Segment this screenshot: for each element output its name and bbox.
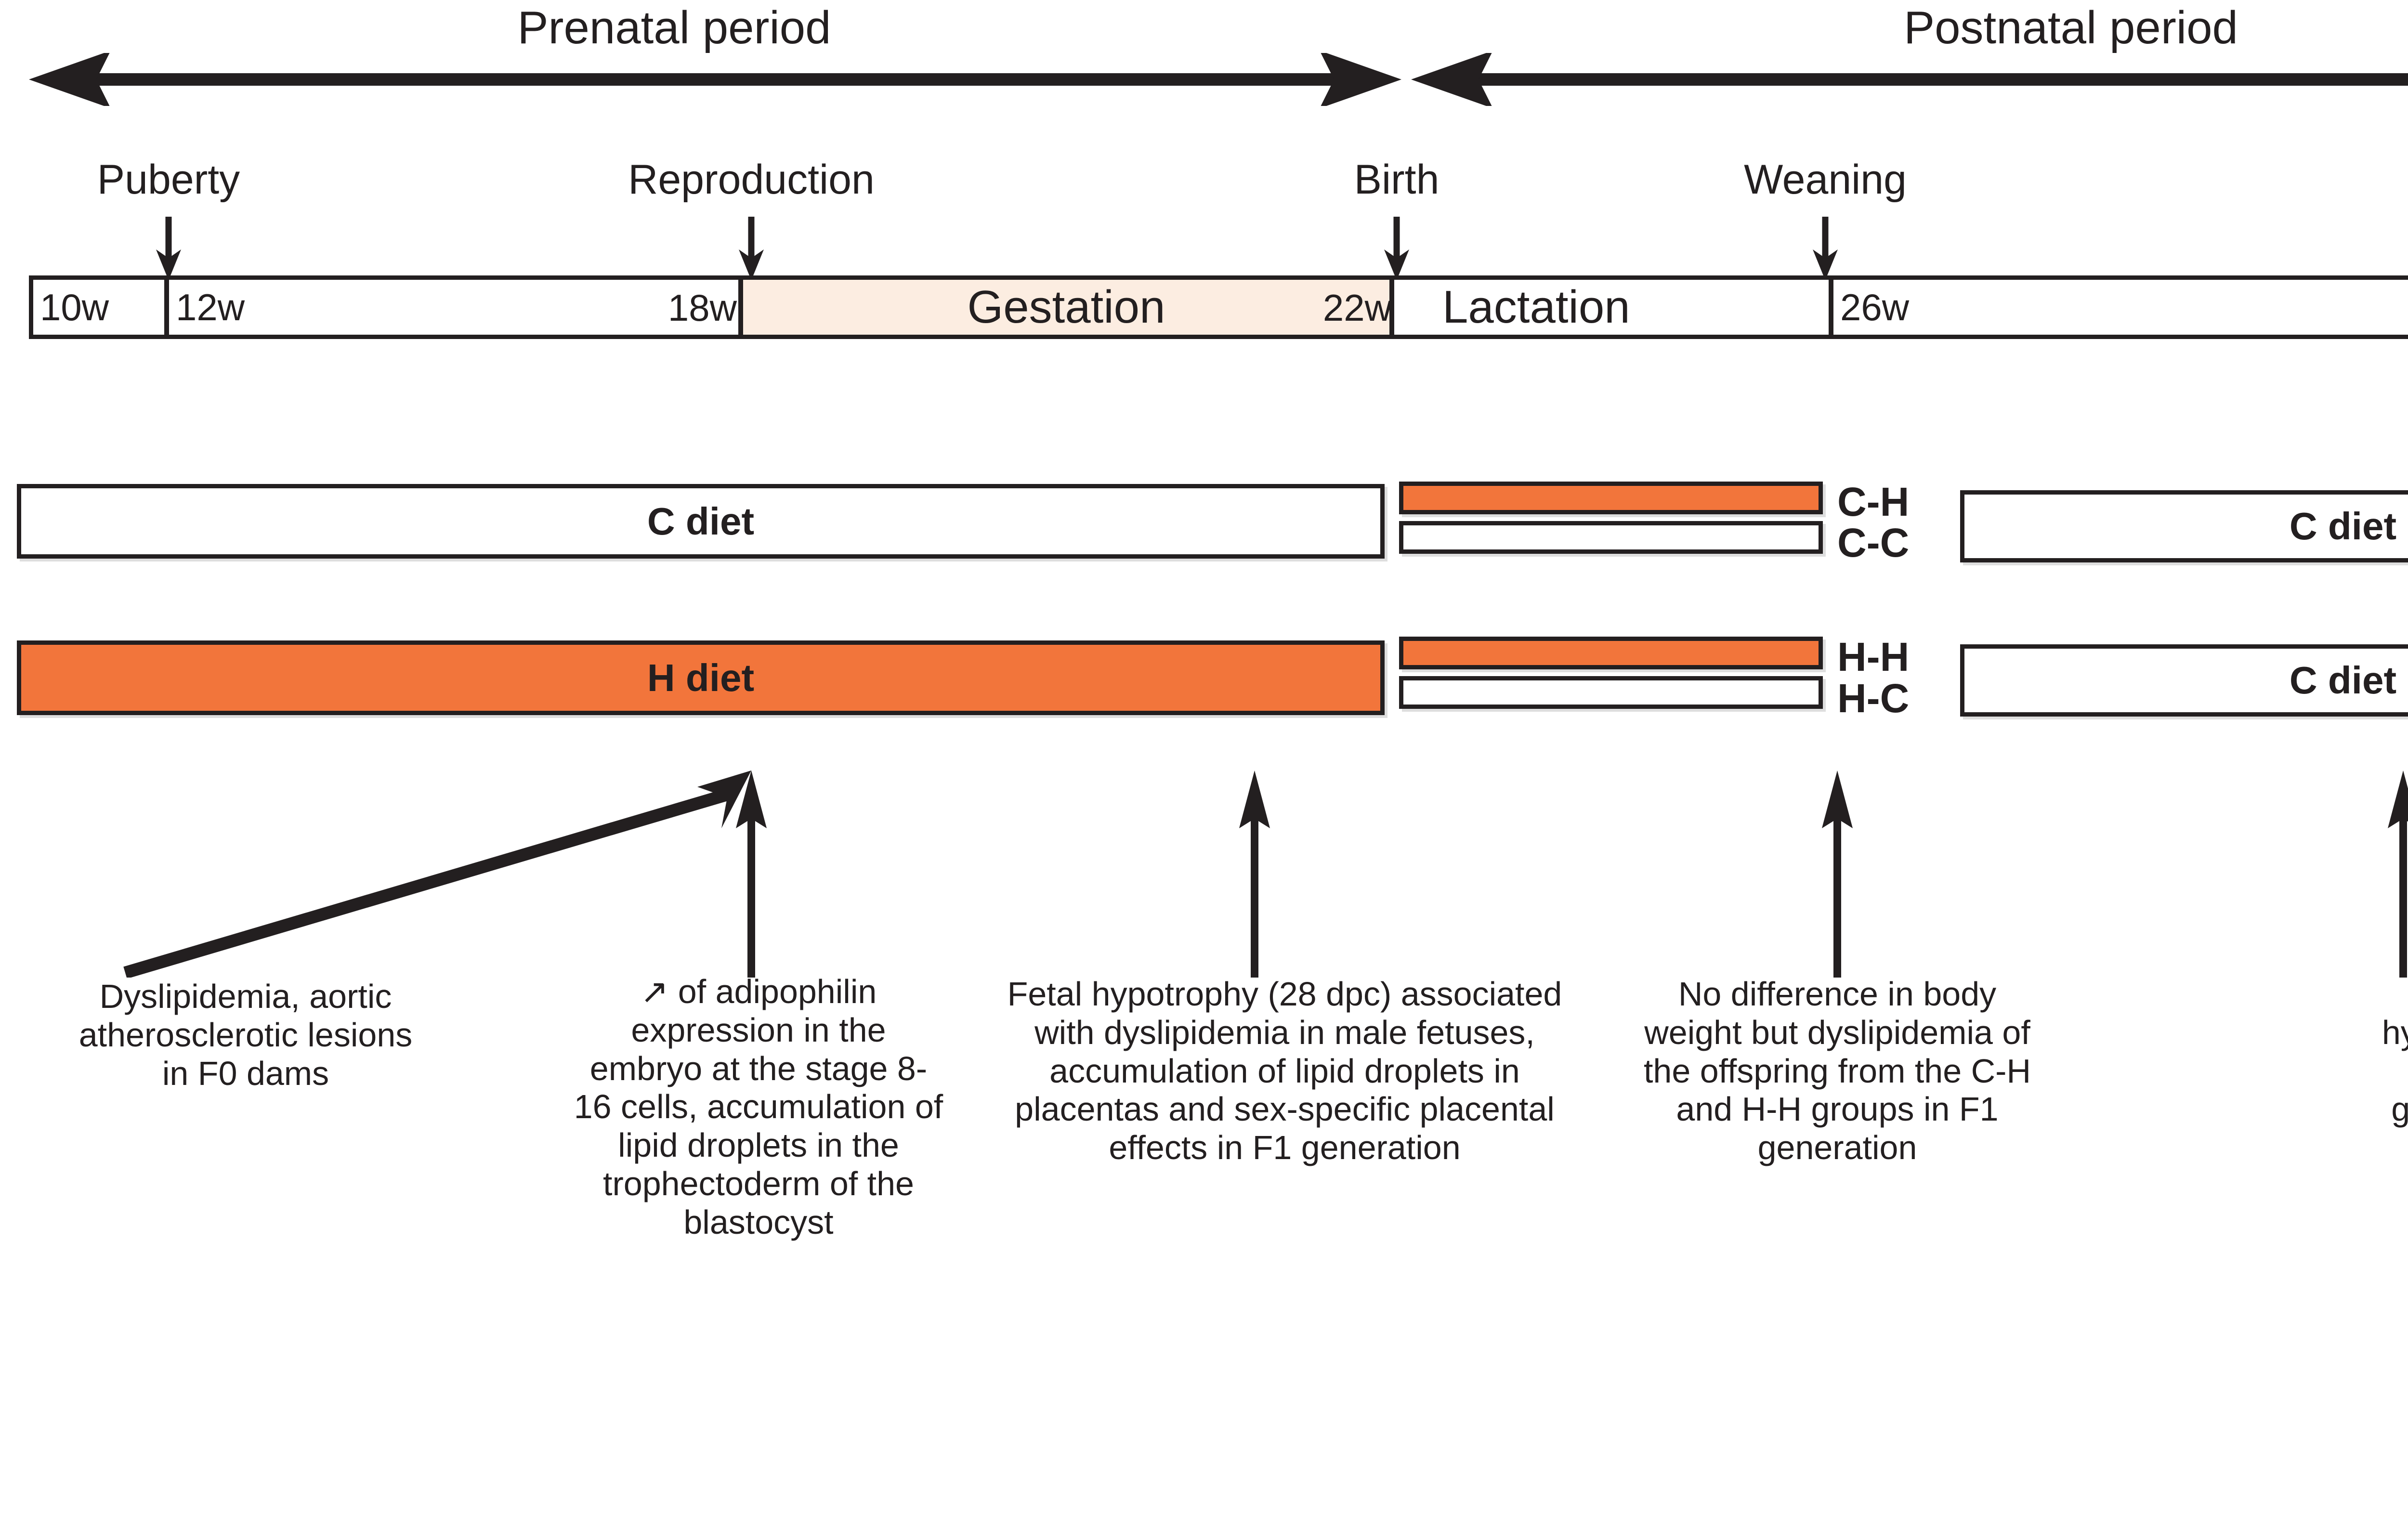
group-label-hh: H-H (1837, 634, 1910, 679)
diet-bar-postnatal-h-row: C diet (1960, 644, 2408, 717)
diet-bar-lactation-hc (1399, 676, 1823, 709)
connector-arrow-adipophilin (736, 770, 767, 978)
caption-f0-dams: Dyslipidemia, aortic atherosclerotic les… (79, 978, 413, 1092)
caption-adipophilin: ↗ of adipophilin expression in the embry… (574, 973, 943, 1241)
birth-tick-arrow (1384, 217, 1409, 280)
diet-bar-label: C diet (2289, 505, 2397, 548)
diet-bar-lactation-hh (1399, 637, 1823, 669)
caption-adult-outcome: H-C and H-H heavier and hyperphagic, hyp… (2382, 1013, 2408, 1128)
timeline-strip: 10w 12w Gestation 18w 22w Lactation 26w (29, 275, 2408, 339)
timeline-cell-10w: 10w (29, 275, 169, 339)
period-label-postnatal: Postnatal period (1904, 2, 2238, 53)
caption-fetal-hypotrophy: Fetal hypotrophy (28 dpc) associated wit… (1007, 975, 1562, 1167)
connector-arrow-diagonal-f0 (123, 770, 751, 978)
diet-bar-postnatal-c-row: C diet (1960, 490, 2408, 562)
group-label-cc: C-C (1837, 520, 1910, 565)
diet-bar-prenatal-c: C diet (17, 484, 1385, 559)
connector-arrow-weaning-outcome (1822, 770, 1853, 978)
connector-arrow-fetal-hypotrophy (1239, 770, 1270, 978)
period-label-prenatal: Prenatal period (517, 2, 831, 53)
timeline-cell-gestation: Gestation (739, 275, 1394, 339)
event-label-birth: Birth (1354, 157, 1440, 203)
diet-bar-prenatal-h: H diet (17, 640, 1385, 715)
postnatal-period-arrow (1411, 53, 2408, 106)
timeline-cell-lactation: Lactation (1390, 275, 1833, 339)
diet-bar-label: C diet (2289, 659, 2397, 702)
diet-bar-label: C diet (647, 499, 755, 543)
puberty-tick-arrow (156, 217, 181, 280)
prenatal-period-arrow (29, 53, 1401, 106)
diet-bar-lactation-cc (1399, 521, 1823, 554)
timeline-cell-18w-label: 18w (667, 287, 737, 329)
connector-arrow-adult-outcome (2388, 770, 2408, 978)
timeline-cell-label: 10w (40, 286, 109, 328)
event-label-reproduction: Reproduction (628, 157, 875, 203)
timeline-cell-label: 26w (1840, 286, 1910, 328)
group-label-ch: C-H (1837, 479, 1910, 524)
timeline-cell-label: 12w (176, 286, 245, 328)
diet-bar-lactation-ch (1399, 482, 1823, 514)
timeline-cell-22w-label: 22w (1322, 287, 1392, 329)
weaning-tick-arrow (1813, 217, 1838, 280)
timeline-cell-label: Gestation (967, 281, 1165, 333)
group-label-hc: H-C (1837, 676, 1910, 721)
diet-bar-label: H diet (647, 656, 755, 699)
timeline-cell-label: Lactation (1442, 281, 1630, 333)
caption-weaning-outcome: No difference in body weight but dyslipi… (1643, 975, 2031, 1167)
event-label-weaning: Weaning (1744, 157, 1907, 203)
timeline-cell-12w: 12w (165, 275, 743, 339)
reproduction-tick-arrow (739, 217, 764, 280)
event-label-puberty: Puberty (97, 157, 240, 203)
timeline-cell-26w: 26w (1829, 275, 2408, 339)
